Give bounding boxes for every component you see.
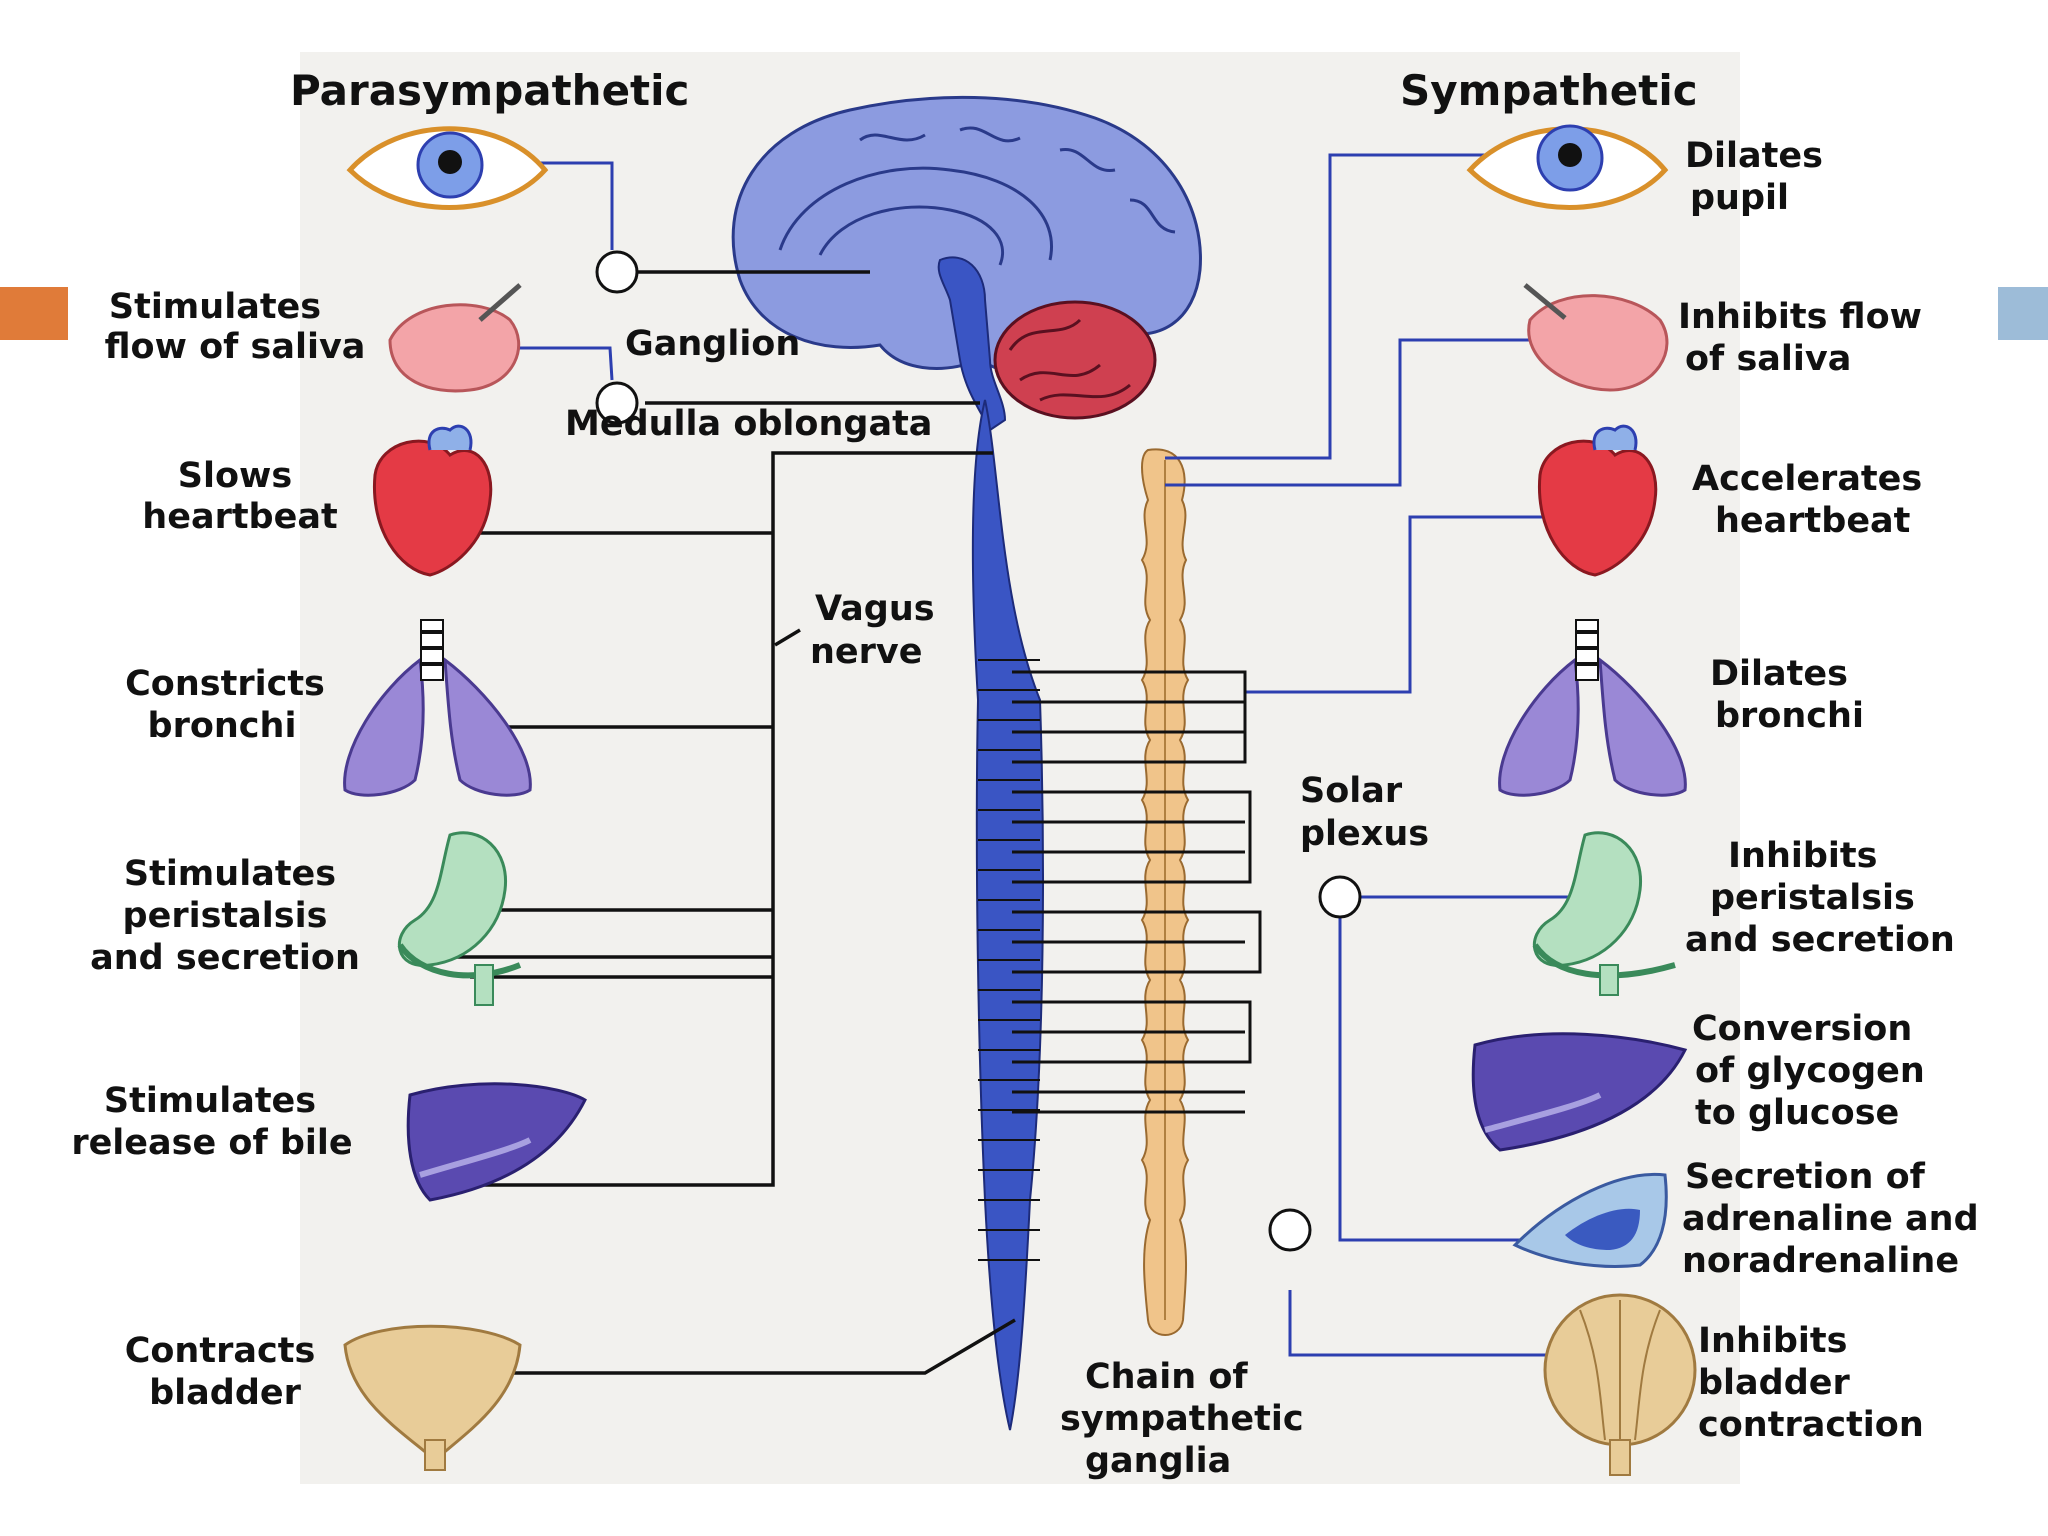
bladder-right: [1543, 1293, 1697, 1476]
effect-line: Dilates: [1710, 654, 1848, 694]
effect-saliva-left: Stimulates flow of saliva: [105, 287, 366, 367]
label-chain-line-1: Chain of: [1085, 1357, 1248, 1397]
solar-plexus-node: [1318, 875, 1362, 919]
effect-heart-left: Slows heartbeat: [142, 456, 337, 537]
effect-line: Inhibits flow: [1678, 297, 1922, 337]
label-solar-line-1: Solar: [1300, 771, 1403, 811]
effect-bladder-left: Contracts bladder: [125, 1331, 316, 1413]
ganglion-bracket: [1200, 790, 1252, 884]
label-solar-plexus: Solar plexus: [1300, 771, 1429, 854]
effect-line: Inhibits: [1698, 1321, 1847, 1361]
lungs-left: [343, 619, 532, 797]
parasympathetic-wiring: [440, 270, 1016, 1375]
effect-line: Stimulates: [109, 287, 321, 327]
effect-heart-right: Accelerates heartbeat: [1692, 459, 1922, 541]
heart-right: [1537, 424, 1658, 577]
liver-left: [406, 1082, 587, 1202]
effect-line: peristalsis: [123, 896, 328, 936]
effect-line: of saliva: [1685, 339, 1851, 379]
effect-line: adrenaline and: [1682, 1199, 1979, 1239]
header-sympathetic: Sympathetic: [1400, 66, 1698, 115]
label-medulla-oblongata: Medulla oblongata: [565, 404, 932, 444]
ganglion-bracket: [1200, 1000, 1252, 1064]
effect-line: Stimulates: [104, 1081, 316, 1121]
effect-line: of glycogen: [1695, 1051, 1925, 1091]
effect-line: Dilates: [1685, 136, 1823, 176]
ganglion-node-bladder: [1268, 1208, 1312, 1252]
ganglion-node-saliva: [595, 381, 639, 425]
effect-line: noradrenaline: [1682, 1241, 1959, 1281]
label-chain-line-3: ganglia: [1085, 1441, 1231, 1481]
effect-line: Secretion of: [1685, 1157, 1926, 1197]
sympathetic-effects: Dilates pupil Inhibits flow of saliva Ac…: [1678, 136, 1979, 1445]
effect-lungs-right: Dilates bronchi: [1710, 654, 1864, 736]
salivary-gland-left: [388, 283, 522, 393]
effect-line: release of bile: [71, 1123, 352, 1163]
effect-line: contraction: [1698, 1405, 1924, 1445]
effect-line: Slows: [178, 456, 292, 496]
label-vagus-line-1: Vagus: [815, 589, 935, 629]
accent-bar-right: [1998, 287, 2048, 340]
ganglion-bracket: [1200, 910, 1262, 974]
cerebellum: [993, 300, 1157, 420]
effect-line: bladder: [1698, 1363, 1851, 1403]
effect-line: pupil: [1690, 178, 1789, 218]
effect-line: bladder: [149, 1373, 302, 1413]
effect-line: bronchi: [1715, 696, 1864, 736]
bladder-left: [343, 1324, 522, 1471]
accent-bar-left: [0, 287, 68, 340]
label-vagus-nerve: Vagus nerve: [810, 589, 935, 672]
effect-line: Accelerates: [1692, 459, 1922, 499]
effect-pupil-right: Dilates pupil: [1685, 136, 1823, 218]
effect-line: flow of saliva: [105, 327, 366, 367]
effect-line: peristalsis: [1710, 878, 1915, 918]
effect-lungs-left: Constricts bronchi: [125, 664, 325, 746]
spinal-cord: [971, 399, 1044, 1431]
salivary-gland-right: [1523, 283, 1669, 392]
effect-stomach-right: Inhibits peristalsis and secretion: [1685, 836, 1955, 960]
label-vagus-line-2: nerve: [810, 632, 922, 672]
effect-liver-left: Stimulates release of bile: [71, 1081, 352, 1163]
stomach-right: [1532, 831, 1676, 996]
effect-line: Conversion: [1692, 1009, 1912, 1049]
label-chain-of-sympathetic-ganglia: Chain of sympathetic ganglia: [1060, 1357, 1304, 1481]
effect-line: Inhibits: [1728, 836, 1877, 876]
header-parasympathetic: Parasympathetic: [290, 66, 689, 115]
adrenal-gland-right: [1512, 1172, 1668, 1268]
eye-left: [346, 126, 549, 210]
effect-adrenal-right: Secretion of adrenaline and noradrenalin…: [1682, 1157, 1979, 1281]
effect-line: Contracts: [125, 1331, 316, 1371]
label-ganglion: Ganglion: [625, 324, 800, 364]
effect-line: heartbeat: [142, 497, 337, 537]
effect-saliva-right: Inhibits flow of saliva: [1678, 297, 1922, 379]
effect-line: and secretion: [90, 938, 360, 978]
effect-line: bronchi: [148, 706, 297, 746]
label-solar-line-2: plexus: [1300, 814, 1429, 854]
effect-line: Constricts: [125, 664, 325, 704]
segment-wiring: [1012, 670, 1262, 1114]
eye-right: [1466, 124, 1669, 210]
lungs-right: [1498, 619, 1687, 797]
brain: [731, 95, 1202, 432]
liver-right: [1471, 1032, 1688, 1152]
effect-line: to glucose: [1695, 1093, 1899, 1133]
stomach-left: [397, 831, 522, 1006]
effect-liver-right: Conversion of glycogen to glucose: [1692, 1009, 1925, 1133]
effect-line: and secretion: [1685, 920, 1955, 960]
ganglion-node-eye: [595, 250, 639, 294]
effect-line: Stimulates: [124, 854, 336, 894]
label-chain-line-2: sympathetic: [1060, 1399, 1304, 1439]
effect-line: heartbeat: [1715, 501, 1910, 541]
effect-bladder-right: Inhibits bladder contraction: [1698, 1321, 1924, 1445]
effect-stomach-left: Stimulates peristalsis and secretion: [90, 854, 360, 978]
parasympathetic-effects: Stimulates flow of saliva Slows heartbea…: [71, 287, 365, 1413]
brainstem: [937, 256, 1007, 432]
spinal-segments: [978, 659, 1040, 1261]
ganglion-bracket: [1200, 670, 1247, 764]
heart-left: [372, 424, 493, 577]
